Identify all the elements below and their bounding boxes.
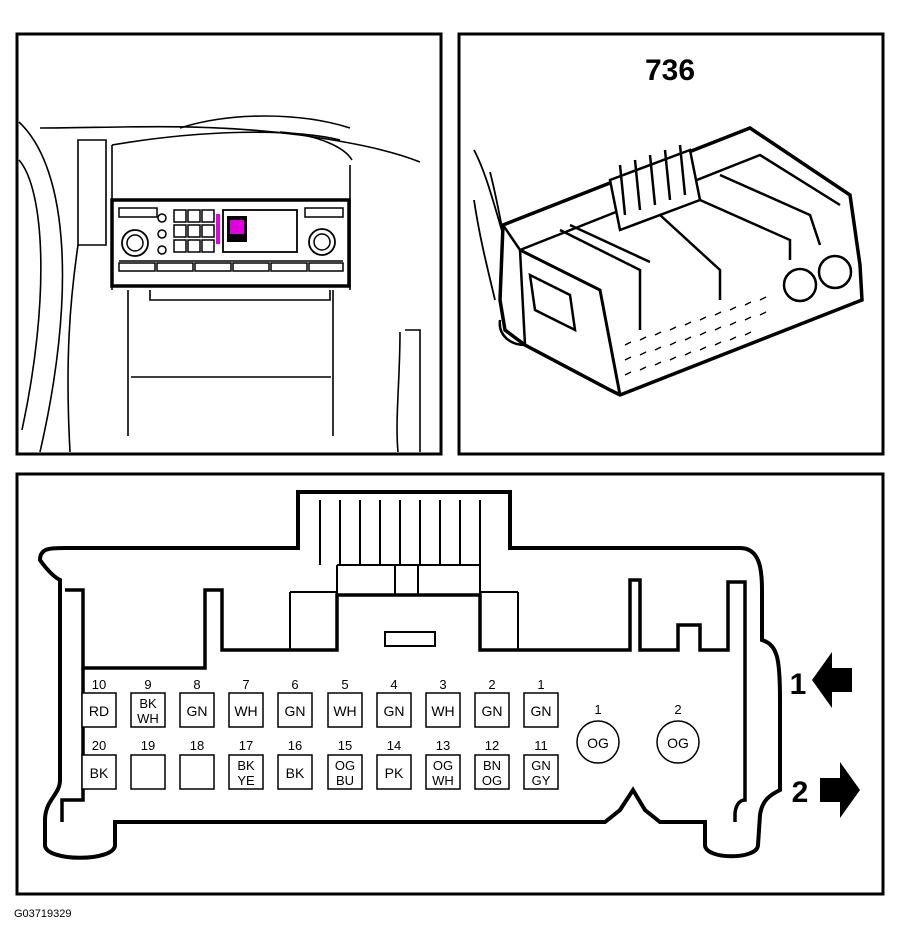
direction-indicator-1: 1	[790, 652, 852, 708]
pin-rows	[624, 296, 767, 376]
direction-label-1: 1	[790, 668, 807, 701]
pin-10: 10 RD	[81, 677, 117, 728]
connector-face	[37, 490, 782, 860]
pin-number: 5	[341, 677, 348, 692]
wire-color: GN	[384, 703, 405, 719]
pin-number: 10	[92, 677, 106, 692]
pin-number: 6	[291, 677, 298, 692]
pin-number: 16	[288, 738, 302, 753]
wire-color-2: OG	[482, 773, 502, 788]
connector-isometric	[473, 126, 864, 397]
coax-pin-2: 2 OG	[656, 702, 700, 764]
wire-color-1: OG	[433, 758, 453, 773]
pin-4: 4 GN	[376, 677, 412, 728]
pin-6: 6 GN	[277, 677, 313, 728]
wire-color: BK	[90, 765, 109, 781]
pin-2: 2 GN	[474, 677, 510, 728]
wire-color-1: GN	[531, 758, 551, 773]
pin-14: 14 PK	[376, 738, 412, 790]
pin-9: 9 BK WH	[130, 677, 166, 728]
wire-color-1: BK	[237, 758, 255, 773]
wire-color: BK	[286, 765, 305, 781]
arrow-right-icon	[820, 762, 860, 818]
pin-number: 14	[387, 738, 401, 753]
pin-number: 20	[92, 738, 106, 753]
pin-number: 15	[338, 738, 352, 753]
pin-20: 20 BK	[81, 738, 117, 790]
radio-unit	[110, 198, 351, 288]
wire-color: RD	[89, 703, 109, 719]
wire-color: OG	[667, 735, 689, 751]
wire-color: GN	[531, 703, 552, 719]
wire-color-2: WH	[432, 773, 454, 788]
connector-number: 736	[645, 54, 695, 87]
pin-13: 13 OG WH	[425, 738, 461, 790]
pin-number: 11	[534, 738, 548, 753]
pin-number: 2	[674, 702, 681, 717]
pin-17: 17 BK YE	[228, 738, 264, 790]
wire-color: WH	[431, 703, 454, 719]
wire-color-2: WH	[137, 711, 159, 726]
wire-color-2: GY	[532, 773, 551, 788]
wire-color: PK	[385, 765, 404, 781]
pin-1: 1 GN	[523, 677, 559, 728]
pin-16: 16 BK	[277, 738, 313, 790]
pin-row-top: 10 RD 9 BK WH 8 GN 7 WH 6	[81, 677, 559, 728]
pin-number: 3	[439, 677, 446, 692]
connector-location-marker	[216, 214, 220, 244]
pin-number: 8	[193, 677, 200, 692]
pin-5: 5 WH	[327, 677, 363, 728]
pin-number: 13	[436, 738, 450, 753]
wire-color: WH	[234, 703, 257, 719]
pin-8: 8 GN	[179, 677, 215, 728]
top-latch	[289, 492, 519, 650]
pin-12: 12 BN OG	[474, 738, 510, 790]
pin-number: 1	[537, 677, 544, 692]
direction-label-2: 2	[792, 776, 809, 809]
pin-19: 19	[130, 738, 166, 790]
pin-7: 7 WH	[228, 677, 264, 728]
polarization-key	[384, 631, 436, 647]
pin-number: 18	[190, 738, 204, 753]
figure-id: G03719329	[14, 908, 72, 920]
pin-number: 19	[141, 738, 155, 753]
pin-number: 2	[488, 677, 495, 692]
direction-indicator-2: 2	[792, 762, 860, 818]
connector-view-panel: 736	[457, 32, 885, 456]
wire-color-2: BU	[336, 773, 354, 788]
pin-11: 11 GN GY	[523, 738, 559, 790]
pinout-panel: 10 RD 9 BK WH 8 GN 7 WH 6	[15, 472, 885, 896]
pin-number: 17	[239, 738, 253, 753]
wire-color-2: YE	[237, 773, 255, 788]
pin-row-bottom: 20 BK 19 18 17 BK YE 16 BK	[81, 738, 559, 790]
wire-color-1: BN	[483, 758, 501, 773]
pin-3: 3 WH	[425, 677, 461, 728]
wire-color: GN	[187, 703, 208, 719]
wire-color-1: OG	[335, 758, 355, 773]
location-panel	[15, 32, 443, 456]
pin-15: 15 OG BU	[327, 738, 363, 790]
wire-color: GN	[482, 703, 503, 719]
pin-18: 18	[179, 738, 215, 790]
arrow-left-icon	[812, 652, 852, 708]
coax-pins: 1 OG 2 OG	[576, 702, 700, 764]
pin-number: 4	[390, 677, 397, 692]
wire-color: OG	[587, 735, 609, 751]
wire-color: WH	[333, 703, 356, 719]
pin-number: 12	[485, 738, 499, 753]
pin-number: 1	[594, 702, 601, 717]
pin-number: 7	[242, 677, 249, 692]
wire-color-1: BK	[139, 696, 157, 711]
coax-pin-1: 1 OG	[576, 702, 620, 764]
pin-number: 9	[144, 677, 151, 692]
wire-color: GN	[285, 703, 306, 719]
